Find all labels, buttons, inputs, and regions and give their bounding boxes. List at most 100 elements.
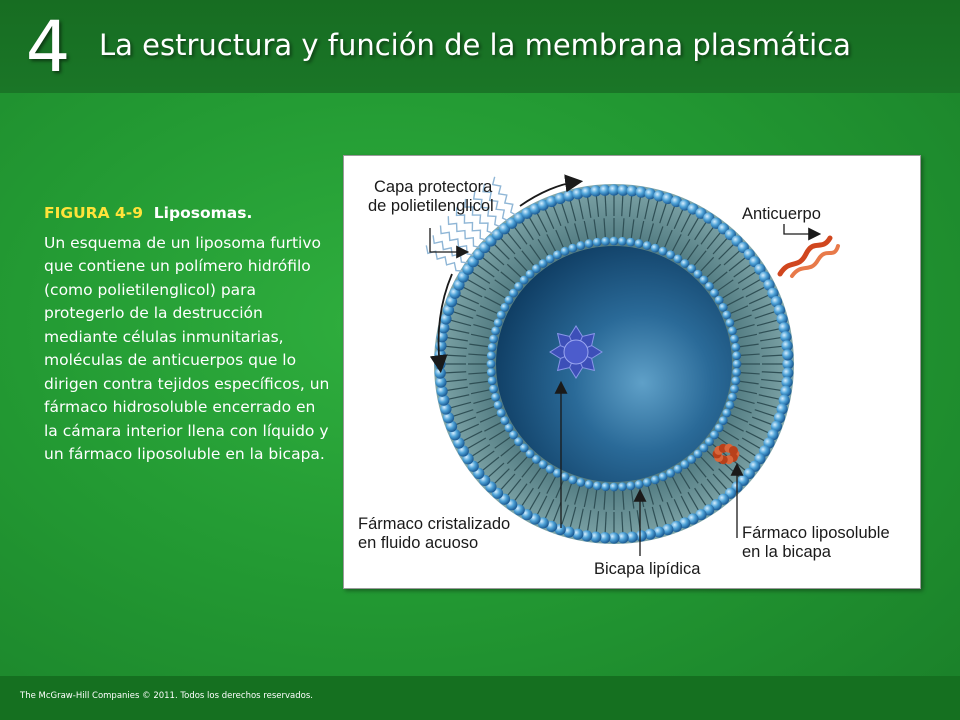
figure-name: Liposomas.: [153, 204, 253, 222]
inner-lipid-head: [710, 288, 719, 298]
outer-lipid-head: [626, 531, 638, 543]
antibody-strand-2: [790, 244, 840, 278]
outer-lipid-head: [770, 420, 783, 432]
inner-lipid-head: [531, 455, 541, 464]
outer-lipid-head: [679, 517, 691, 529]
inner-lipid-head: [609, 482, 619, 492]
peg-strand: [425, 245, 463, 272]
liposome-diagram: [425, 174, 840, 556]
outer-lipid-head: [608, 184, 620, 196]
label-crystal-line2: en fluido acuoso: [358, 534, 479, 552]
outer-lipid-head: [617, 184, 629, 196]
outer-lipid-head: [436, 385, 448, 397]
inner-lipid-head: [538, 460, 548, 469]
inner-lipid-head: [732, 367, 742, 377]
outer-lipid-head: [442, 304, 455, 316]
outer-lipid-head: [438, 394, 450, 406]
inner-lipid-head: [545, 254, 555, 264]
outer-lipid-heads: [434, 184, 794, 544]
figure-caption: FIGURA 4-9 Liposomas. Un esquema de un l…: [44, 202, 334, 467]
inner-lipid-head: [545, 464, 555, 474]
outer-lipid-head: [440, 403, 452, 415]
outer-lipid-head: [590, 531, 602, 543]
outer-lipid-head: [778, 394, 790, 406]
label-lipo-line2: en la bicapa: [742, 543, 831, 561]
outer-lipid-head: [590, 185, 602, 197]
inner-lipid-head: [525, 449, 535, 459]
inner-lipid-head: [601, 236, 611, 246]
inner-lipid-head: [486, 351, 496, 361]
inner-lipid-head: [687, 455, 697, 464]
inner-lipid-head: [705, 437, 714, 447]
slide-header: 4 La estructura y función de la membrana…: [0, 0, 960, 93]
outer-lipid-head: [635, 530, 647, 542]
outer-lipid-head: [626, 185, 638, 197]
inner-lipid-head: [496, 408, 506, 418]
outer-lipid-head: [782, 358, 794, 370]
inner-lipid-head: [491, 326, 500, 336]
inner-lipid-head: [538, 259, 548, 268]
outer-lipid-head: [773, 304, 786, 316]
inner-lipid-head: [592, 237, 602, 247]
inner-lipid-head: [489, 334, 498, 344]
outer-lipid-head: [778, 322, 790, 334]
chapter-title: La estructura y función de la membrana p…: [99, 28, 851, 62]
outer-lipid-head: [449, 429, 461, 441]
outer-lipid-head: [438, 322, 450, 334]
inner-lipid-head: [658, 472, 668, 482]
outer-lipid-head: [781, 376, 793, 388]
peg-strand: [482, 183, 509, 222]
inner-lipid-head: [718, 416, 728, 425]
inner-lipid-head: [728, 392, 737, 402]
outer-lipid-head: [670, 520, 682, 533]
outer-lipid-head: [776, 403, 788, 415]
inner-lipid-head: [525, 269, 535, 279]
inner-lipid-head: [693, 269, 703, 279]
outer-lipid-head: [563, 526, 575, 538]
inner-lipid-head: [592, 481, 602, 491]
outer-lipid-head: [581, 186, 593, 198]
outer-lipid-head: [445, 420, 458, 432]
chapter-number: 4: [25, 6, 71, 88]
outer-lipid-head: [770, 296, 783, 308]
peg-strand: [447, 216, 480, 248]
inner-lipid-head: [680, 460, 690, 469]
outer-lipid-head: [546, 520, 558, 533]
inner-lipid-head: [584, 239, 594, 248]
outer-lipid-head: [554, 523, 566, 536]
slide-footer: [0, 676, 960, 720]
outer-lipid-head: [617, 532, 629, 544]
label-crystal-line1: Fármaco cristalizado: [358, 515, 511, 533]
inner-lipid-head: [714, 423, 724, 433]
inner-lipid-head: [601, 482, 611, 492]
inner-lipid-head: [617, 236, 627, 246]
inner-lipid-head: [732, 359, 742, 369]
curved-arrow-left: [429, 273, 453, 374]
peg-strand: [464, 198, 494, 234]
label-peg-line1: Capa protectora: [374, 178, 493, 196]
inner-lipid-head: [705, 281, 714, 291]
inner-lipid-head: [731, 376, 741, 386]
outer-lipid-head: [662, 523, 674, 536]
outer-lipid-head: [782, 367, 794, 379]
figure-number: FIGURA 4-9: [44, 204, 143, 222]
inner-lipid-head: [732, 351, 742, 361]
inner-lipid-head: [626, 237, 636, 247]
lipo-drug-particle: [728, 446, 738, 455]
outer-lipid-head: [599, 184, 611, 196]
inner-lipid-head: [509, 288, 518, 298]
caption-body: Un esquema de un liposoma furtivo que co…: [44, 233, 330, 464]
outer-lipid-head: [644, 188, 656, 200]
caption-heading: FIGURA 4-9 Liposomas.: [44, 202, 334, 226]
inner-lipid-head: [722, 310, 732, 320]
outer-lipid-head: [782, 349, 794, 361]
inner-lipid-head: [568, 475, 578, 485]
inner-lipid-head: [568, 243, 578, 253]
inner-lipid-head: [509, 430, 518, 440]
inner-lipid-head: [642, 241, 652, 250]
outer-lipid-head: [780, 331, 792, 343]
inner-lipid-head: [493, 400, 503, 410]
inner-lipid-head: [642, 478, 652, 487]
inner-lipid-head: [730, 384, 739, 394]
inner-lipid-head: [514, 437, 523, 447]
